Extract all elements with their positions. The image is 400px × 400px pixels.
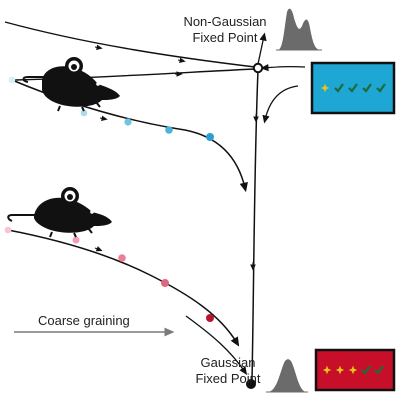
left-flow-to-gaussian	[185, 315, 248, 376]
red-arrow	[94, 246, 103, 252]
mouse-icon	[22, 57, 120, 112]
red-point	[206, 314, 214, 322]
red-point	[161, 279, 169, 287]
gaussian-distribution-icon	[268, 359, 306, 392]
non-gaussian-fixed-point-label: Non-Gaussian Fixed Point	[160, 14, 290, 46]
blue-point	[206, 133, 214, 141]
flow-arrow-top-2	[177, 57, 186, 64]
right-flow-line	[260, 63, 306, 72]
check-icon	[362, 83, 372, 93]
red-point	[118, 254, 126, 262]
blue-point	[8, 76, 16, 84]
disordered-panel-marks	[322, 365, 384, 375]
blue-arrow	[99, 115, 108, 122]
non-gaussian-label-line1: Non-Gaussian	[183, 14, 267, 29]
ordered-panel-marks	[320, 83, 386, 93]
ng-up-arrow	[257, 32, 267, 65]
gaussian-label-line2: Fixed Point	[195, 371, 261, 386]
flow-arrow-top-1	[94, 44, 103, 51]
gaussian-label-line1: Gaussian	[200, 355, 256, 370]
check-icon	[376, 83, 386, 93]
star-icon	[335, 365, 345, 375]
check-icon	[334, 83, 344, 93]
non-gaussian-distribution-icon	[278, 8, 320, 50]
star-icon	[320, 83, 330, 93]
check-icon	[374, 365, 384, 375]
blue-point	[124, 118, 132, 126]
red-point	[72, 236, 80, 244]
star-icon	[322, 365, 332, 375]
check-icon	[361, 365, 371, 375]
gaussian-fixed-point-label: Gaussian Fixed Point	[178, 355, 278, 387]
star-icon	[348, 365, 358, 375]
mouse-icon	[7, 187, 112, 238]
curl-flow-line	[262, 85, 299, 124]
coarse-graining-label: Coarse graining	[38, 313, 130, 328]
blue-point	[80, 109, 88, 117]
flow-line-top	[4, 21, 256, 68]
gaussian-fixed-point	[246, 379, 256, 389]
red-point	[4, 226, 12, 234]
separatrix-line	[251, 69, 259, 381]
red-trajectory	[7, 229, 240, 347]
check-icon	[348, 83, 358, 93]
non-gaussian-label-line2: Fixed Point	[192, 30, 258, 45]
non-gaussian-fixed-point	[252, 62, 264, 74]
blue-point	[165, 126, 173, 134]
